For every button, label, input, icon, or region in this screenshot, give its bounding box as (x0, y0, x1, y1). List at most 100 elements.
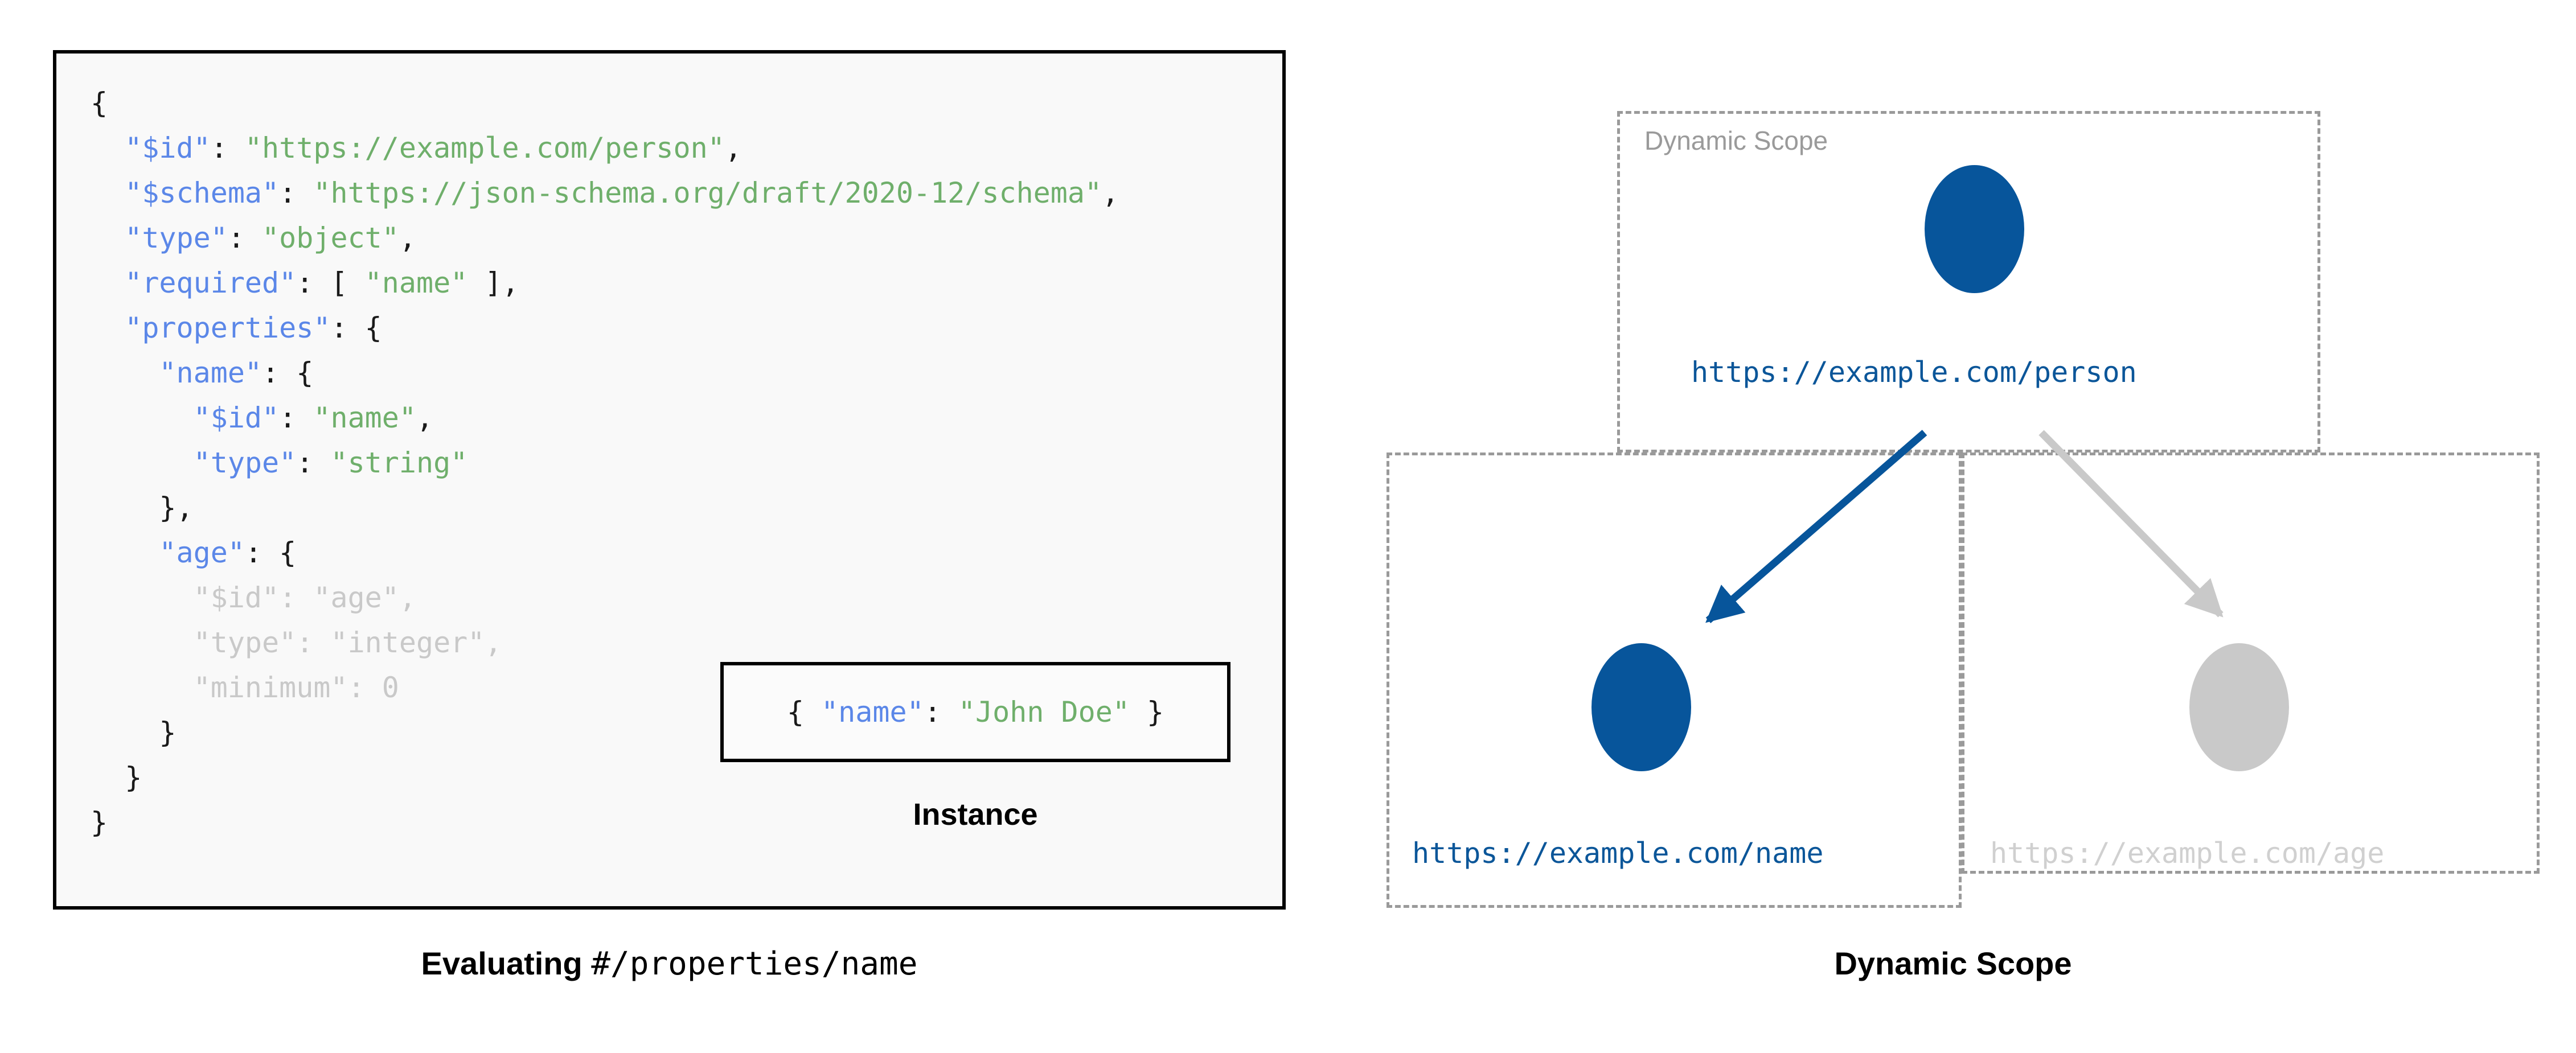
code-line: "type": "integer", (91, 620, 1119, 665)
code-token: } (91, 806, 108, 839)
node-label-person: https://example.com/person (1691, 356, 2137, 389)
code-token: "age" (313, 581, 399, 614)
schema-json-code: { "$id": "https://example.com/person", "… (91, 81, 1119, 845)
code-token: : (227, 221, 262, 254)
code-line: } (91, 710, 1119, 755)
code-token: "integer" (330, 626, 485, 659)
code-token: : (279, 401, 314, 434)
code-token: "name" (364, 266, 468, 299)
code-token: : (279, 581, 314, 614)
instance-token: "John Doe" (958, 696, 1130, 729)
code-line: "$schema": "https://json-schema.org/draf… (91, 171, 1119, 216)
schema-code-panel: { "$id": "https://example.com/person", "… (53, 50, 1286, 910)
code-line: } (91, 755, 1119, 800)
code-token: "properties" (125, 311, 331, 344)
instance-token: } (1129, 696, 1164, 729)
scope-box-person (1617, 111, 2320, 453)
code-line: "$id": "age", (91, 575, 1119, 620)
code-token: : [ (296, 266, 365, 299)
code-indent (91, 266, 125, 299)
code-indent (91, 581, 194, 614)
right-figure-caption: Dynamic Scope (1834, 945, 2072, 981)
instance-token: { (786, 696, 822, 729)
left-figure-caption: Evaluating #/properties/name (53, 945, 1286, 982)
instance-box: { "name": "John Doe" } (720, 662, 1230, 762)
code-token: "https://json-schema.org/draft/2020-12/s… (313, 176, 1102, 209)
code-token: } (159, 716, 177, 749)
node-label-name: https://example.com/name (1412, 837, 1824, 870)
instance-json-code: { "name": "John Doe" } (787, 696, 1164, 729)
code-line: "required": [ "name" ], (91, 261, 1119, 306)
code-indent (91, 491, 159, 524)
code-indent (91, 176, 125, 209)
code-token: { (91, 87, 108, 120)
code-token: "minimum" (193, 671, 348, 704)
node-circle-age (2189, 643, 2289, 771)
code-token: "name" (313, 401, 416, 434)
code-indent (91, 536, 159, 569)
code-indent (91, 131, 125, 164)
left-caption-bold-text: Evaluating (421, 945, 583, 981)
code-token: : (210, 131, 245, 164)
code-line: "$id": "https://example.com/person", (91, 126, 1119, 171)
code-token: "type" (193, 446, 297, 479)
code-token: "$id" (193, 401, 280, 434)
code-line: "age": { (91, 530, 1119, 575)
code-token: : { (262, 356, 314, 389)
code-indent (91, 356, 159, 389)
code-token: "age" (159, 536, 245, 569)
scope-box-label: Dynamic Scope (1644, 126, 1828, 155)
scope-box-age (1962, 453, 2540, 874)
code-token: , (485, 626, 502, 659)
instance-token: "name" (821, 696, 924, 729)
code-token: : { (244, 536, 297, 569)
code-token: "$id" (125, 131, 211, 164)
code-token: "object" (262, 221, 399, 254)
dynamic-scope-diagram: Dynamic Scope https://example.com/person… (1355, 80, 2551, 922)
code-line: "type": "string" (91, 441, 1119, 486)
node-circle-person (1925, 165, 2024, 293)
code-line: "type": "object", (91, 216, 1119, 261)
code-token: } (125, 761, 142, 794)
code-token: "required" (125, 266, 297, 299)
code-token: "string" (330, 446, 468, 479)
code-indent (91, 401, 194, 434)
instance-caption: Instance (913, 797, 1038, 832)
code-token: , (399, 581, 416, 614)
code-indent (91, 221, 125, 254)
node-label-age: https://example.com/age (1990, 837, 2385, 870)
code-token: , (1102, 176, 1119, 209)
code-token: : { (330, 311, 382, 344)
code-token: "$schema" (125, 176, 280, 209)
code-token: : (296, 446, 331, 479)
code-indent (91, 761, 125, 794)
code-line: "properties": { (91, 306, 1119, 351)
scope-box-name (1387, 453, 1962, 908)
code-line: }, (91, 486, 1119, 530)
code-indent (91, 446, 194, 479)
code-line: "$id": "name", (91, 396, 1119, 441)
code-token: 0 (382, 671, 399, 704)
code-token: , (399, 221, 416, 254)
code-token: : (279, 176, 314, 209)
code-token: "type" (125, 221, 228, 254)
code-token: "name" (159, 356, 262, 389)
code-indent (91, 716, 159, 749)
code-indent (91, 626, 194, 659)
code-indent (91, 311, 125, 344)
code-token: , (724, 131, 742, 164)
node-circle-name (1591, 643, 1691, 771)
code-token: ], (467, 266, 519, 299)
code-token: }, (159, 491, 194, 524)
code-line: { (91, 81, 1119, 126)
left-caption-pointer-text: #/properties/name (591, 945, 918, 982)
code-line: } (91, 800, 1119, 845)
code-token: , (416, 401, 434, 434)
code-token: "https://example.com/person" (244, 131, 725, 164)
code-token: : (347, 671, 382, 704)
instance-token: : (924, 696, 958, 729)
code-token: "type" (193, 626, 297, 659)
code-token: "$id" (193, 581, 280, 614)
code-line: "name": { (91, 351, 1119, 396)
code-token: : (296, 626, 331, 659)
